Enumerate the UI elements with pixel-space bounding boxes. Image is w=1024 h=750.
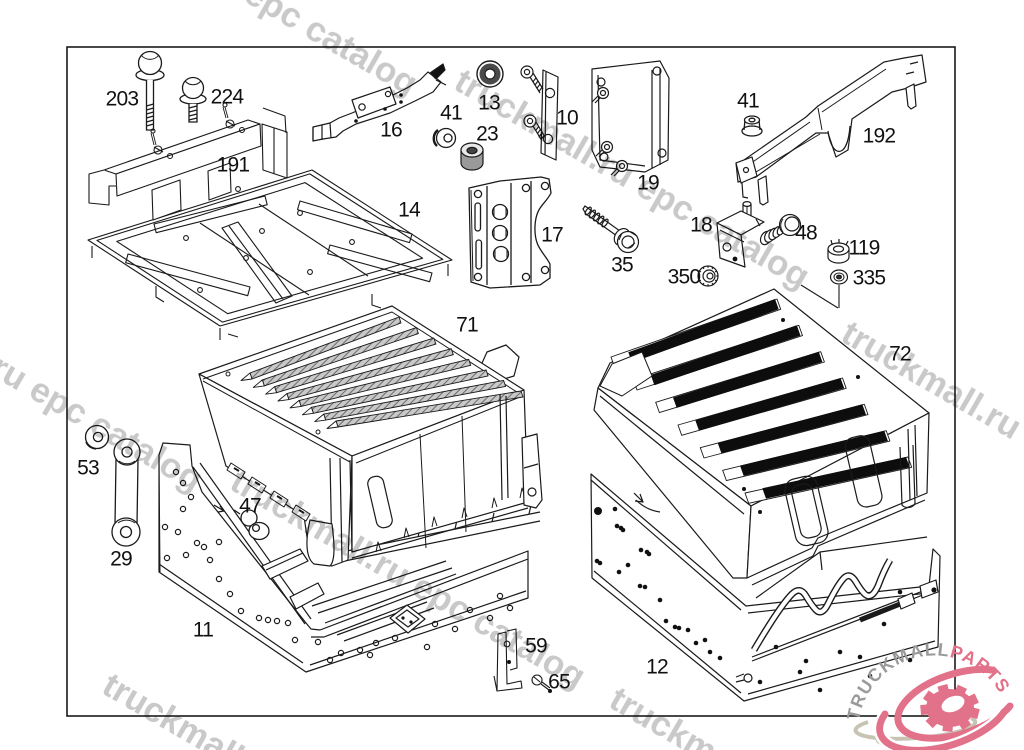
svg-text:350: 350 (668, 266, 701, 289)
svg-text:192: 192 (863, 125, 896, 148)
svg-text:65: 65 (548, 671, 570, 694)
svg-text:11: 11 (193, 619, 213, 642)
svg-text:41: 41 (440, 102, 462, 125)
svg-text:10: 10 (556, 107, 578, 130)
svg-text:203: 203 (106, 88, 139, 111)
svg-text:335: 335 (853, 267, 886, 290)
svg-text:14: 14 (398, 199, 421, 222)
svg-text:48: 48 (795, 222, 817, 245)
svg-text:191: 191 (217, 154, 250, 177)
svg-text:16: 16 (380, 119, 402, 142)
svg-text:13: 13 (478, 92, 500, 115)
svg-text:truckmall.ru epc catalog: truckmall.ru epc catalog (96, 665, 464, 750)
svg-text:29: 29 (110, 548, 132, 571)
svg-text:truckmall.ru epc catalog: truckmall.ru epc catalog (0, 264, 209, 499)
svg-text:224: 224 (211, 86, 245, 109)
svg-text:35: 35 (611, 254, 633, 277)
svg-text:18: 18 (690, 214, 712, 237)
svg-text:19: 19 (637, 172, 659, 195)
svg-text:12: 12 (646, 656, 668, 679)
svg-text:59: 59 (525, 635, 547, 658)
svg-text:119: 119 (848, 237, 879, 260)
svg-text:17: 17 (541, 224, 563, 247)
svg-text:23: 23 (476, 123, 498, 146)
svg-text:53: 53 (77, 457, 99, 480)
svg-text:41: 41 (737, 90, 759, 113)
svg-text:47: 47 (239, 495, 261, 518)
svg-text:72: 72 (889, 343, 911, 366)
svg-text:71: 71 (456, 314, 478, 337)
